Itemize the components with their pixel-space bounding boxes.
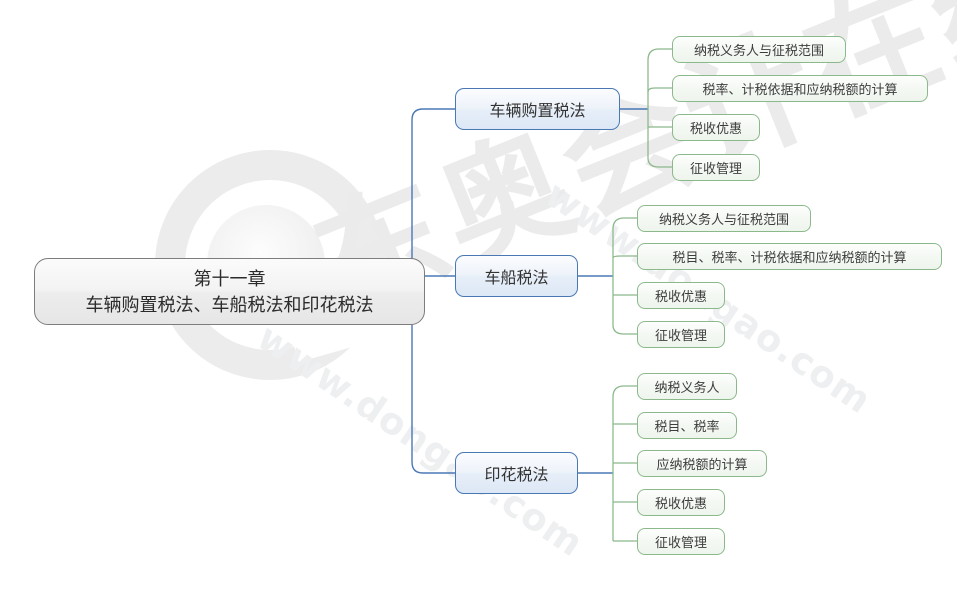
leaf-label: 税收优惠 <box>654 289 707 304</box>
leaf-node-1-4[interactable]: 征收管理 <box>672 154 760 181</box>
leaf-label: 税收优惠 <box>654 496 707 511</box>
leaf-label: 纳税义务人 <box>654 380 720 395</box>
leaf-label: 纳税义务人与征税范围 <box>658 212 789 227</box>
leaf-node-2-3[interactable]: 税收优惠 <box>637 282 725 309</box>
leaf-node-1-3[interactable]: 税收优惠 <box>672 114 760 141</box>
branch-label: 印花税法 <box>484 467 549 484</box>
leaf-node-1-2[interactable]: 税率、计税依据和应纳税额的计算 <box>672 75 928 102</box>
leaf-label: 征收管理 <box>654 535 707 550</box>
leaf-node-2-1[interactable]: 纳税义务人与征税范围 <box>637 205 811 232</box>
leaf-node-1-1[interactable]: 纳税义务人与征税范围 <box>672 36 846 63</box>
leaf-node-2-2[interactable]: 税目、税率、计税依据和应纳税额的计算 <box>637 243 942 270</box>
leaf-label: 应纳税额的计算 <box>656 457 748 472</box>
leaf-label: 征收管理 <box>689 161 742 176</box>
leaf-node-3-1[interactable]: 纳税义务人 <box>637 373 737 400</box>
leaf-label: 税目、税率、计税依据和应纳税额的计算 <box>672 250 907 265</box>
leaf-label: 征收管理 <box>654 328 707 343</box>
branch-label: 车辆购置税法 <box>489 103 586 120</box>
root-title-line2: 车辆购置税法、车船税法和印花税法 <box>85 294 374 315</box>
leaf-node-2-4[interactable]: 征收管理 <box>637 321 725 348</box>
branch-node-stamp-tax[interactable]: 印花税法 <box>455 452 578 494</box>
leaf-node-3-3[interactable]: 应纳税额的计算 <box>637 450 767 477</box>
leaf-node-3-5[interactable]: 征收管理 <box>637 528 725 555</box>
root-title-line1: 第十一章 <box>193 268 266 289</box>
leaf-label: 税率、计税依据和应纳税额的计算 <box>702 82 898 97</box>
leaf-node-3-4[interactable]: 税收优惠 <box>637 489 725 516</box>
leaf-node-3-2[interactable]: 税目、税率 <box>637 412 737 439</box>
leaf-label: 纳税义务人与征税范围 <box>693 43 824 58</box>
branch-label: 车船税法 <box>484 270 549 287</box>
branch-node-vehicle-purchase-tax[interactable]: 车辆购置税法 <box>455 88 620 130</box>
root-node[interactable]: 第十一章 车辆购置税法、车船税法和印花税法 <box>34 258 425 325</box>
leaf-label: 税收优惠 <box>689 121 742 136</box>
branch-node-vehicle-vessel-tax[interactable]: 车船税法 <box>455 255 578 297</box>
leaf-label: 税目、税率 <box>654 419 720 434</box>
